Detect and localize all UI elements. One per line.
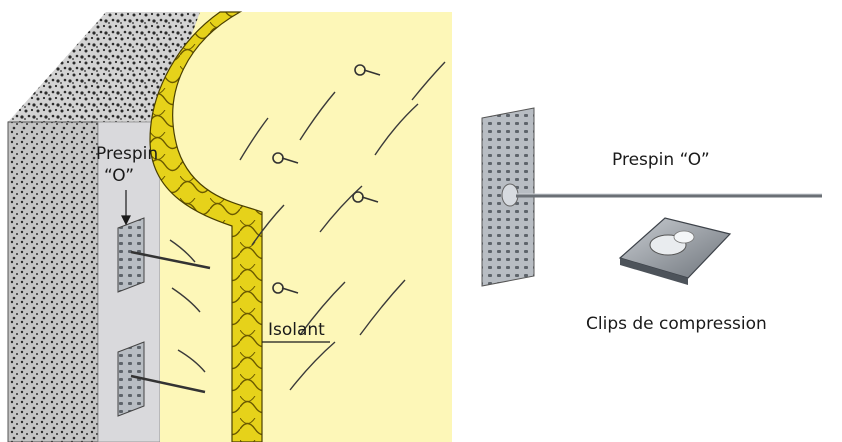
prespin-product-label: Prespin “O” xyxy=(612,150,710,170)
compression-clip-icon xyxy=(618,217,732,285)
isolant-label: Isolant xyxy=(268,320,325,340)
prespin-wall-label-line2: “O” xyxy=(104,166,135,186)
prespin-pin-icon xyxy=(481,107,822,287)
clips-label: Clips de compression xyxy=(586,314,767,334)
prespin-wall-label-line1: Prespin xyxy=(96,144,159,164)
prespin-pin-icon xyxy=(117,217,211,417)
insulation-layer-icon xyxy=(149,11,452,442)
prespin-pin-icon xyxy=(272,64,381,294)
leader-lines xyxy=(121,190,330,343)
